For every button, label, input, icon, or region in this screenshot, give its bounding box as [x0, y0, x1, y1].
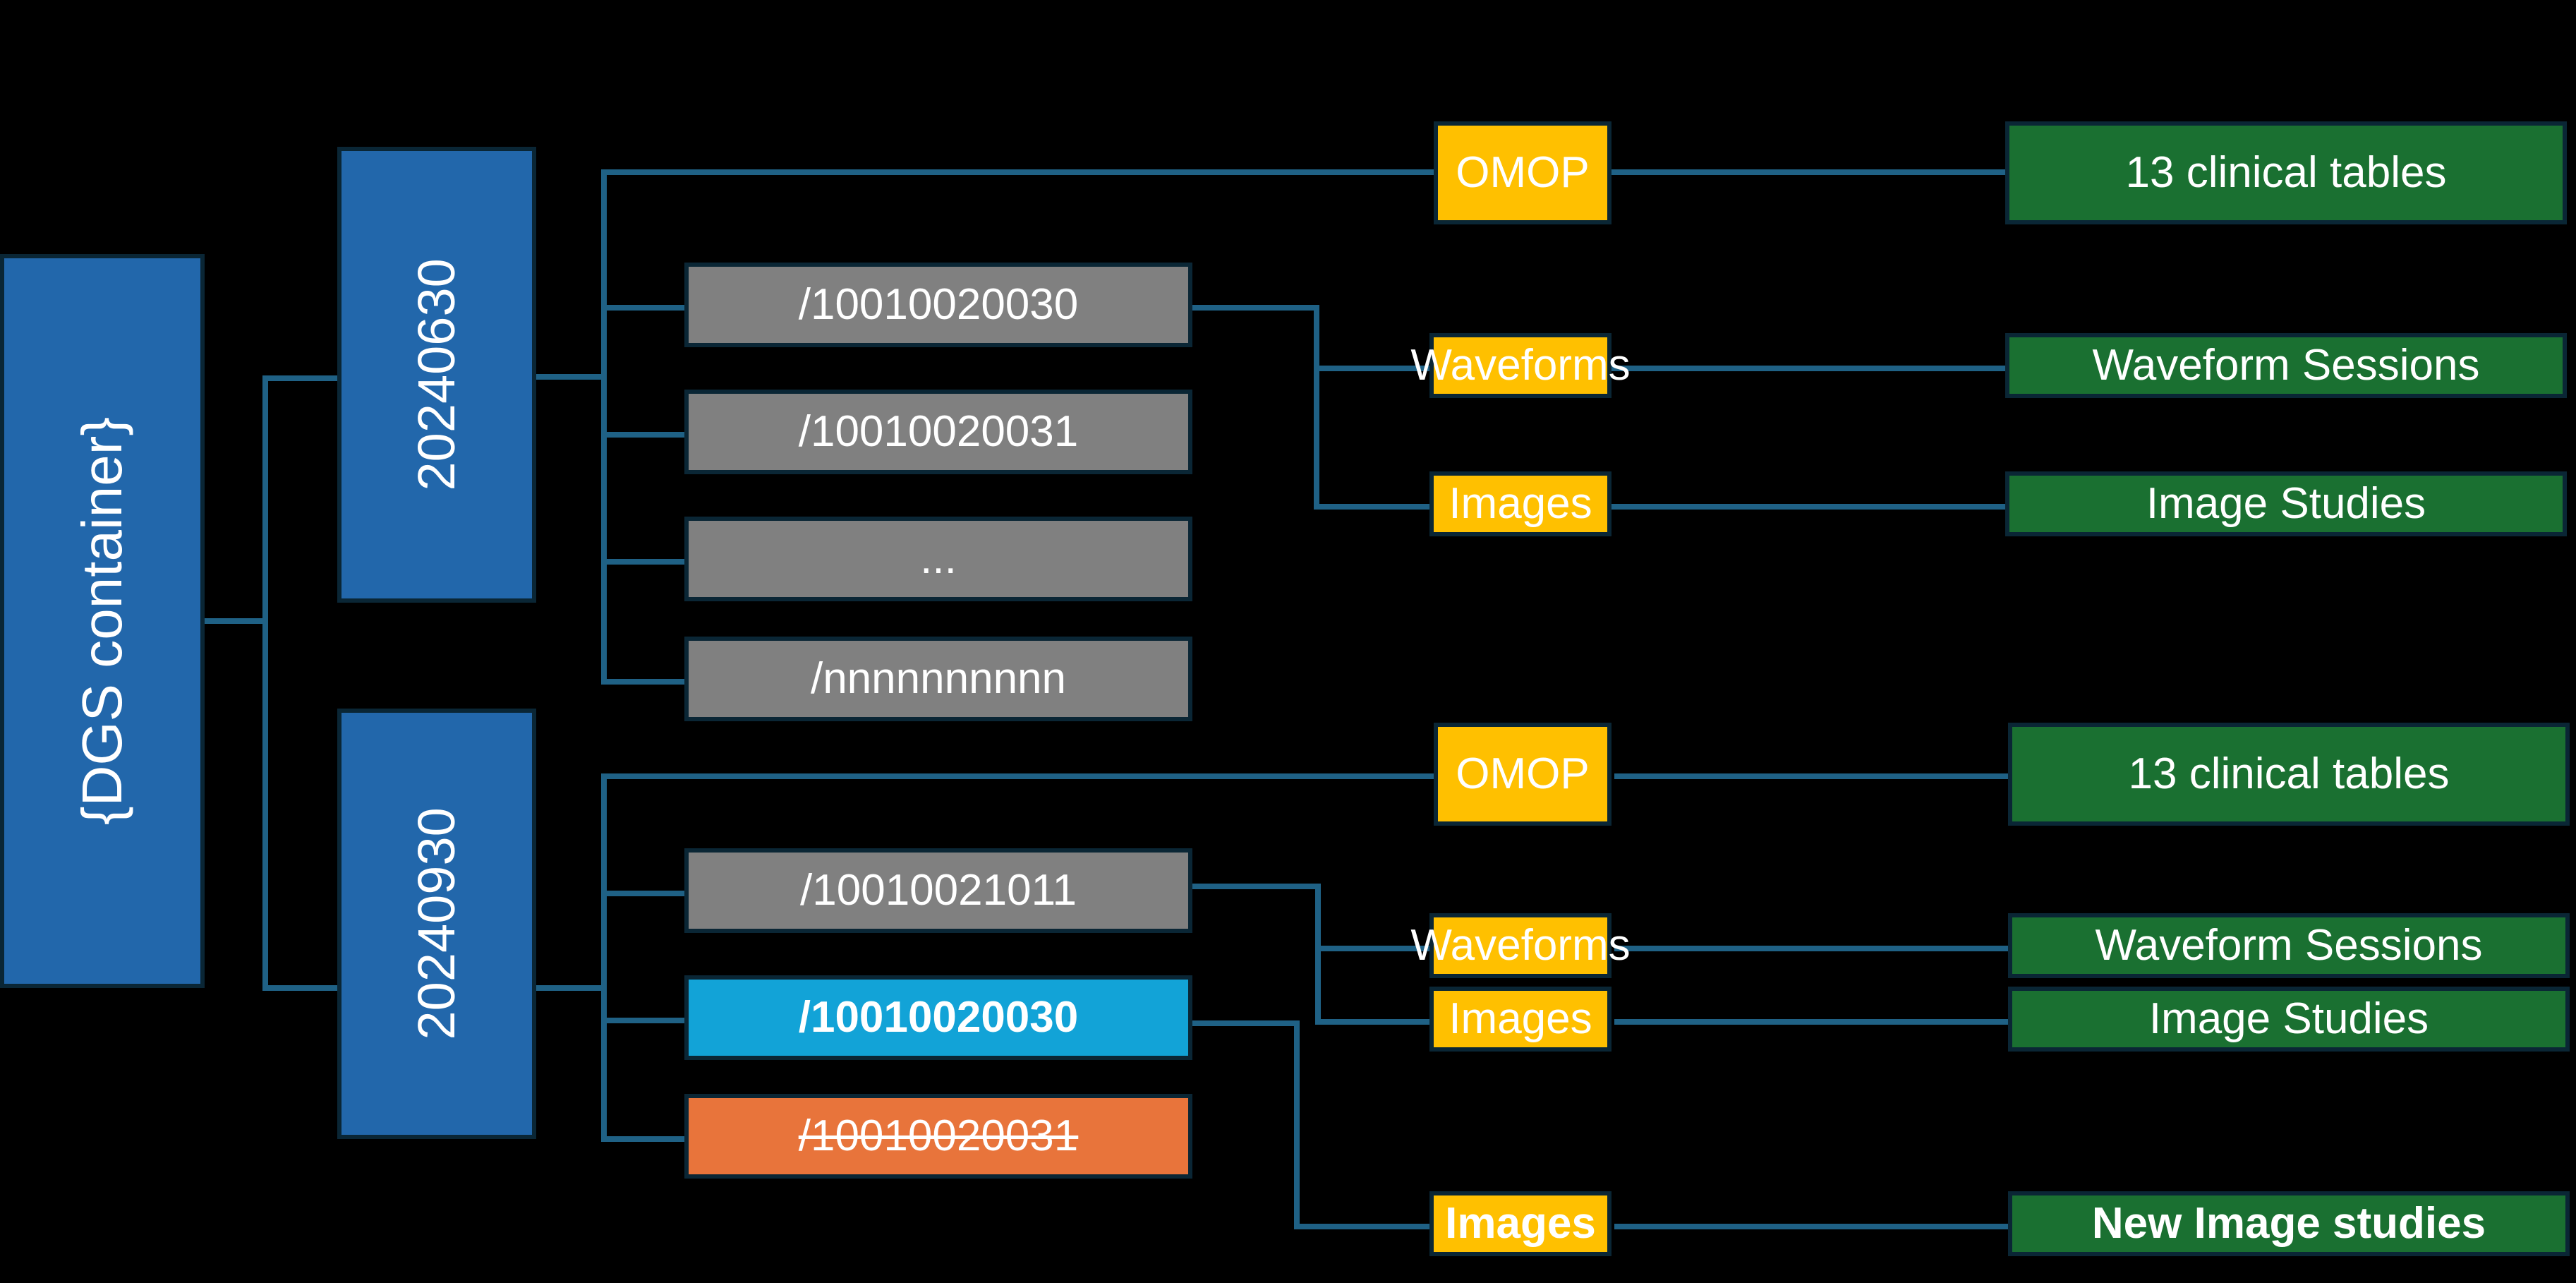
- domain-label: OMOP: [1456, 148, 1590, 198]
- patient-node-10010020031-r1[interactable]: /10010020031: [684, 390, 1192, 474]
- connector-patient22-trunk: [1294, 1020, 1300, 1229]
- artifact-node-clinical-tables-r1[interactable]: 13 clinical tables: [2005, 121, 2567, 224]
- domain-label: OMOP: [1456, 749, 1590, 799]
- connector-patient1-to-waveforms: [1314, 366, 1438, 371]
- artifact-node-image-studies-r1[interactable]: Image Studies: [2005, 471, 2567, 536]
- connector-release2-trunk: [601, 773, 607, 1142]
- connector-images1-to-artifact: [1611, 504, 2008, 510]
- connector-release1-trunk: [601, 169, 607, 683]
- connector-root-trunk: [262, 375, 268, 991]
- connector-patient21-out: [1192, 884, 1321, 889]
- domain-node-waveforms-r1[interactable]: Waveforms: [1410, 333, 1631, 398]
- connector-release1-to-patient-3: [601, 559, 689, 565]
- release-node-20240630[interactable]: 20240630: [337, 147, 536, 603]
- artifact-label: Waveform Sessions: [2095, 921, 2483, 970]
- patient-label: /10010021011: [800, 866, 1077, 915]
- domain-node-waveforms-r2[interactable]: Waveforms: [1410, 913, 1631, 978]
- patient-node-10010020031-r2[interactable]: /10010020031: [684, 1094, 1192, 1179]
- connector-release2-to-patient-1: [601, 891, 689, 896]
- connector-release1-to-omop: [601, 169, 1434, 175]
- connector-waveforms1-to-artifact: [1611, 366, 2008, 371]
- connector-release2-to-patient-3: [601, 1136, 689, 1142]
- patient-label: /10010020031: [798, 407, 1079, 457]
- connector-waveforms2-to-artifact: [1614, 946, 2009, 951]
- container-node-dgs[interactable]: {DGS container}: [0, 254, 205, 988]
- connector-root-to-release-2: [262, 985, 341, 991]
- artifact-node-image-studies-r2[interactable]: Image Studies: [2008, 987, 2570, 1052]
- patient-node-ellipsis-r1[interactable]: ...: [684, 517, 1192, 601]
- connector-patient22-out: [1192, 1020, 1300, 1026]
- connector-newimages2-to-artifact: [1614, 1224, 2009, 1229]
- artifact-node-waveform-sessions-r2[interactable]: Waveform Sessions: [2008, 913, 2570, 978]
- connector-images2-to-artifact: [1614, 1019, 2009, 1025]
- patient-label: /10010020031: [798, 1112, 1079, 1161]
- connector-release1-out: [533, 374, 607, 380]
- artifact-node-clinical-tables-r2[interactable]: 13 clinical tables: [2008, 723, 2570, 826]
- domain-label: Waveforms: [1410, 921, 1631, 970]
- patient-node-10010020030-r1[interactable]: /10010020030: [684, 263, 1192, 347]
- patient-label: /nnnnnnnnnn: [810, 654, 1067, 704]
- connector-release2-to-patient-2: [601, 1018, 689, 1023]
- artifact-label: 13 clinical tables: [2125, 148, 2447, 198]
- domain-node-new-images-r2[interactable]: Images: [1429, 1191, 1611, 1256]
- artifact-label: Image Studies: [2148, 994, 2429, 1044]
- patient-node-10010021011-r2[interactable]: /10010021011: [684, 848, 1192, 933]
- connector-patient21-to-waveforms: [1315, 946, 1439, 951]
- domain-label: Images: [1445, 1199, 1596, 1248]
- connector-omop2-to-artifact: [1614, 773, 2009, 779]
- connector-omop1-to-artifact: [1611, 169, 2008, 175]
- domain-node-omop-r1[interactable]: OMOP: [1434, 121, 1611, 224]
- connector-patient21-trunk: [1315, 884, 1321, 1025]
- connector-patient21-to-images: [1315, 1019, 1439, 1025]
- container-label: {DGS container}: [71, 416, 133, 826]
- patient-label: ...: [920, 534, 957, 584]
- connector-release1-to-patient-2: [601, 432, 689, 438]
- artifact-label: Image Studies: [2146, 479, 2426, 529]
- patient-label: /10010020030: [798, 993, 1079, 1042]
- artifact-label: Waveform Sessions: [2092, 341, 2480, 390]
- domain-node-images-r2[interactable]: Images: [1429, 987, 1611, 1052]
- connector-root-to-release-1: [262, 375, 341, 381]
- artifact-node-waveform-sessions-r1[interactable]: Waveform Sessions: [2005, 333, 2567, 398]
- domain-label: Waveforms: [1410, 341, 1631, 390]
- connector-patient22-to-new-images: [1294, 1224, 1439, 1229]
- patient-node-10010020030-r2[interactable]: /10010020030: [684, 975, 1192, 1060]
- release-node-20240930[interactable]: 20240930: [337, 709, 536, 1139]
- artifact-label: New Image studies: [2091, 1199, 2486, 1248]
- release-label: 20240630: [407, 258, 466, 491]
- artifact-node-new-image-studies-r2[interactable]: New Image studies: [2008, 1191, 2570, 1256]
- patient-node-nnn-r1[interactable]: /nnnnnnnnnn: [684, 637, 1192, 721]
- connector-release2-to-omop: [601, 773, 1434, 779]
- connector-patient1-trunk: [1314, 305, 1319, 510]
- release-label: 20240930: [407, 807, 466, 1040]
- domain-label: Images: [1449, 994, 1592, 1044]
- domain-label: Images: [1449, 479, 1592, 529]
- connector-root-out: [200, 618, 268, 624]
- patient-label: /10010020030: [798, 280, 1079, 330]
- connector-release1-to-patient-4: [601, 679, 689, 685]
- connector-release1-to-patient-1: [601, 305, 689, 311]
- connector-patient1-out: [1192, 305, 1319, 311]
- connector-release2-out: [533, 985, 607, 991]
- connector-patient1-to-images: [1314, 504, 1438, 510]
- artifact-label: 13 clinical tables: [2128, 749, 2450, 799]
- domain-node-omop-r2[interactable]: OMOP: [1434, 723, 1611, 826]
- domain-node-images-r1[interactable]: Images: [1429, 471, 1611, 536]
